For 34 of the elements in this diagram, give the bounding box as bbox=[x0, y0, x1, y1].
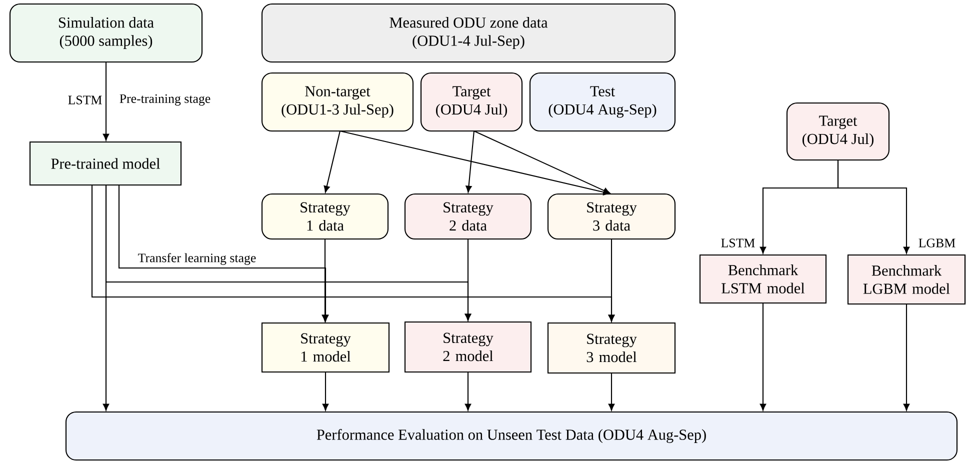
arrow bbox=[324, 130, 341, 193]
arrow bbox=[102, 185, 110, 411]
arrow bbox=[474, 130, 610, 194]
data-box: Target (ODU4 Jul) bbox=[786, 102, 890, 161]
edge-label: LSTM bbox=[66, 94, 104, 106]
data-box: Simulation data (5000 samples) bbox=[9, 3, 203, 63]
model-box: Benchmark LGBM model bbox=[847, 254, 966, 305]
model-box: Pre-trained model bbox=[29, 141, 182, 186]
model-box: Strategy 3 model bbox=[547, 322, 676, 374]
model-box: Strategy 2 model bbox=[404, 321, 532, 373]
data-box: Non-target (ODU1-3 Jul-Sep) bbox=[261, 72, 414, 132]
edge-label: LSTM bbox=[720, 238, 756, 248]
model-box: Strategy 1 model bbox=[261, 322, 390, 373]
arrow bbox=[608, 373, 615, 411]
arrow bbox=[903, 304, 910, 411]
arrow bbox=[91, 185, 615, 322]
data-box: Strategy 2 data bbox=[404, 193, 532, 240]
arrow bbox=[102, 62, 110, 141]
stage-label: Pre-training stage bbox=[120, 94, 210, 106]
arrow bbox=[760, 303, 766, 411]
arrow bbox=[464, 372, 472, 411]
evaluation-box: Performance Evaluation on Unseen Test Data (ODU4 Aug-Sep) bbox=[65, 411, 958, 461]
arrow bbox=[466, 130, 475, 193]
arrow bbox=[837, 160, 910, 254]
data-box: Target (ODU4 Jul) bbox=[420, 72, 523, 132]
edge-label: LGBM bbox=[917, 238, 957, 248]
data-box: Test (ODU4 Aug-Sep) bbox=[529, 72, 676, 132]
data-box: Measured ODU zone data (ODU1-4 Jul-Sep) bbox=[261, 3, 676, 63]
arrow bbox=[322, 372, 329, 411]
edge-label: Transfer learning stage bbox=[136, 252, 258, 266]
arrow bbox=[118, 185, 329, 322]
data-box: Strategy 1 data bbox=[261, 193, 389, 240]
data-box: Strategy 3 data bbox=[547, 193, 676, 240]
model-box: Benchmark LSTM model bbox=[699, 254, 827, 304]
